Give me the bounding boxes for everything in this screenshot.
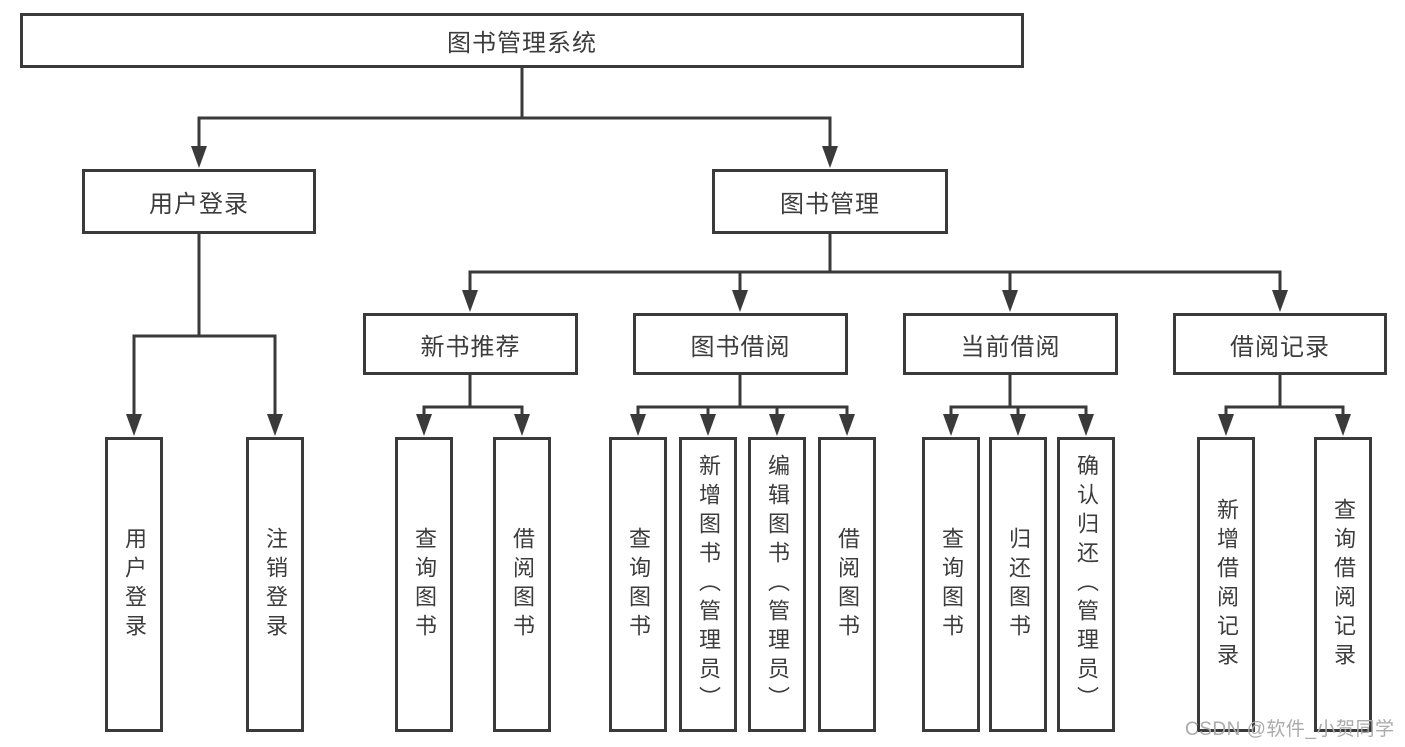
- root-node-book-management-system: 图书管理系统: [20, 13, 1024, 68]
- leaf-confirm-return-admin: 确认归还（管理员）: [1057, 437, 1115, 732]
- node-new-book-recommend: 新书推荐: [363, 313, 578, 375]
- leaf-add-books-admin-label: 新增图书（管理员）: [696, 454, 721, 715]
- leaf-current-query-books: 查询图书: [922, 437, 980, 732]
- leaf-add-books-admin: 新增图书（管理员）: [679, 437, 737, 732]
- leaf-edit-books-admin: 编辑图书（管理员）: [748, 437, 806, 732]
- leaf-query-borrow-record-label: 查询借阅记录: [1331, 497, 1356, 672]
- node-book-management-label: 图书管理: [780, 191, 880, 218]
- leaf-query-borrow-record: 查询借阅记录: [1314, 437, 1372, 732]
- leaf-recommend-borrow-books: 借阅图书: [493, 437, 551, 732]
- leaf-borrow-query-books: 查询图书: [609, 437, 667, 732]
- node-current-borrow-label: 当前借阅: [960, 333, 1061, 361]
- leaf-return-books-label: 归还图书: [1006, 526, 1031, 643]
- node-borrow-records-label: 借阅记录: [1230, 333, 1330, 361]
- leaf-add-borrow-record: 新增借阅记录: [1197, 437, 1255, 732]
- node-book-borrow-label: 图书借阅: [690, 333, 791, 361]
- leaf-logout: 注销登录: [246, 437, 304, 732]
- leaf-recommend-query-books: 查询图书: [395, 437, 453, 732]
- node-book-borrow: 图书借阅: [633, 313, 848, 375]
- node-user-login-label: 用户登录: [149, 191, 249, 218]
- leaf-add-borrow-record-label: 新增借阅记录: [1214, 497, 1239, 672]
- leaf-user-login: 用户登录: [105, 437, 163, 732]
- node-user-login: 用户登录: [82, 169, 316, 234]
- root-node-label: 图书管理系统: [447, 30, 597, 57]
- leaf-current-query-books-label: 查询图书: [939, 526, 964, 643]
- leaf-borrow-query-books-label: 查询图书: [626, 526, 651, 643]
- node-borrow-records: 借阅记录: [1173, 313, 1387, 375]
- node-book-management: 图书管理: [712, 169, 948, 234]
- leaf-return-books: 归还图书: [989, 437, 1047, 732]
- leaf-user-login-label: 用户登录: [122, 526, 147, 643]
- csdn-watermark: CSDN @软件_小贺同学: [1185, 719, 1395, 740]
- leaf-logout-label: 注销登录: [263, 526, 288, 643]
- leaf-recommend-query-books-label: 查询图书: [412, 526, 437, 643]
- node-current-borrow: 当前借阅: [903, 313, 1118, 375]
- leaf-recommend-borrow-books-label: 借阅图书: [510, 526, 535, 643]
- leaf-borrow-books: 借阅图书: [818, 437, 876, 732]
- leaf-confirm-return-admin-label: 确认归还（管理员）: [1074, 454, 1099, 715]
- node-new-book-recommend-label: 新书推荐: [420, 333, 521, 361]
- leaf-edit-books-admin-label: 编辑图书（管理员）: [765, 454, 790, 715]
- leaf-borrow-books-label: 借阅图书: [835, 526, 860, 643]
